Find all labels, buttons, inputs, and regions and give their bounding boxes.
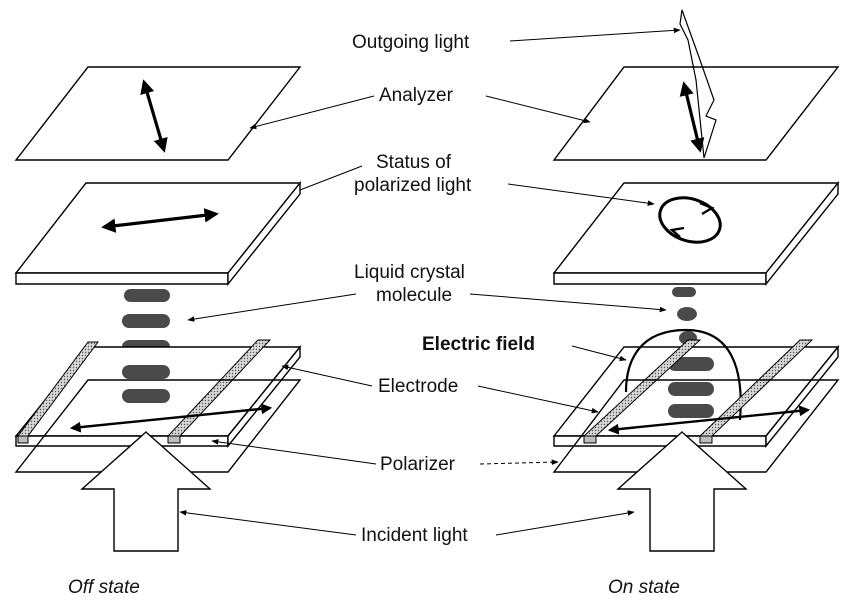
off-status-plate <box>14 181 302 286</box>
on-analyzer-plate <box>552 66 840 161</box>
on-polarization-arrow <box>607 405 811 435</box>
label-analyzer: Analyzer <box>379 85 454 106</box>
leader-incident-left <box>179 510 357 536</box>
leader-analyzer-left <box>249 95 375 130</box>
off-lc-molecules <box>122 289 170 354</box>
off-analyzer-plate <box>14 66 302 161</box>
leader-status-left <box>299 165 363 191</box>
label-status-line1: Status of <box>376 152 452 173</box>
lc-molecule <box>668 357 714 371</box>
lc-molecule <box>668 382 714 396</box>
lc-molecule <box>672 287 696 297</box>
outgoing-light-wave <box>679 9 717 159</box>
leader-status-right <box>507 183 655 206</box>
leader-polarizer-right <box>479 459 559 465</box>
lc-molecule <box>122 314 170 328</box>
off-state-label: Off state <box>68 577 140 598</box>
lc-molecule <box>677 307 697 321</box>
on-state-stack: On state <box>552 9 840 598</box>
leader-lc-right <box>469 293 667 313</box>
on-electrode-plate <box>552 328 840 448</box>
off-incident-light-arrow <box>80 431 212 552</box>
electrode-bar-side <box>699 435 713 444</box>
lc-molecule <box>122 365 170 379</box>
circular-polarization-icon <box>658 196 722 244</box>
label-status-line2: polarized light <box>354 175 472 196</box>
leader-electric-field <box>571 345 627 362</box>
leader-electrode-right <box>477 385 599 414</box>
leader-electrode-left <box>281 364 373 387</box>
label-lc-line2: molecule <box>376 285 452 306</box>
label-incident-light: Incident light <box>361 525 468 546</box>
on-state-label: On state <box>608 577 680 598</box>
label-outgoing-light: Outgoing light <box>352 32 470 53</box>
polarization-rotation-arrow <box>669 226 685 238</box>
on-incident-light-arrow <box>616 431 748 552</box>
leader-analyzer-right <box>485 95 591 124</box>
off-polarization-arrow <box>69 403 273 433</box>
leader-outgoing-light <box>509 27 681 42</box>
leader-lc-left <box>187 293 357 322</box>
electrode-bar-side <box>17 435 29 444</box>
label-electric-field: Electric field <box>422 334 535 355</box>
lc-molecule <box>668 404 714 418</box>
off-analyzer-axis-arrow <box>140 79 168 153</box>
off-state-stack: Off state <box>14 66 302 598</box>
leader-polarizer-left <box>211 439 377 465</box>
on-polarizer-plate <box>552 379 840 473</box>
on-analyzer-axis-arrow <box>679 81 705 153</box>
label-electrode: Electrode <box>378 376 458 397</box>
lc-molecule <box>122 389 170 403</box>
off-status-arrow <box>101 208 219 233</box>
off-polarizer-plate <box>14 379 302 473</box>
center-labels: Outgoing light Analyzer Status of polari… <box>179 27 681 546</box>
on-lc-molecules <box>672 287 697 345</box>
leader-incident-right <box>495 510 635 536</box>
on-status-plate <box>552 181 840 286</box>
label-polarizer: Polarizer <box>380 454 456 475</box>
electrode-bar-side <box>583 435 597 444</box>
electrode-bar-side <box>167 435 181 444</box>
off-electrode-plate <box>14 339 302 448</box>
label-lc-line1: Liquid crystal <box>354 262 465 283</box>
polarization-rotation-arrow <box>699 201 715 216</box>
lc-molecule <box>124 289 170 302</box>
